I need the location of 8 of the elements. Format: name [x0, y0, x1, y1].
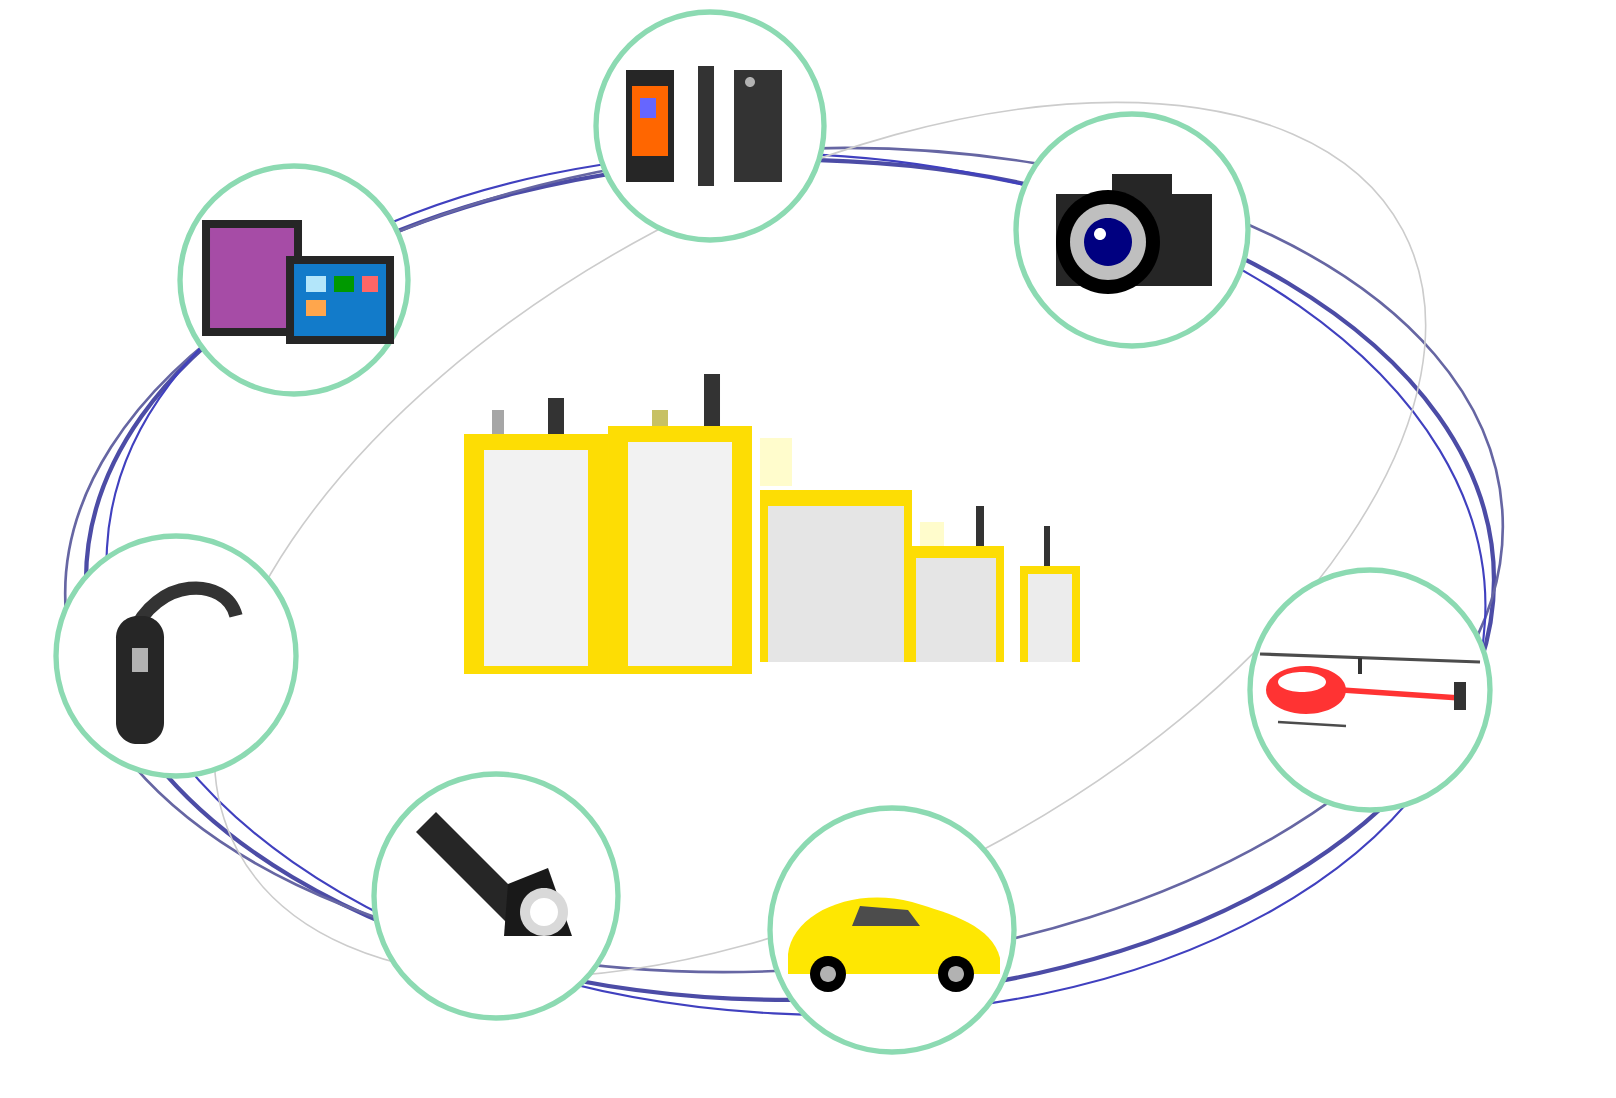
battery-drawing: [464, 374, 1080, 674]
phone-drawing: [593, 9, 827, 243]
tablet-drawing: [177, 163, 411, 397]
flashlight-drawing: [371, 771, 621, 1021]
car-drawing: [767, 805, 1017, 1055]
camera-drawing: [1013, 111, 1251, 349]
headset-drawing: [53, 533, 299, 779]
helicopter-drawing: [1247, 567, 1493, 813]
